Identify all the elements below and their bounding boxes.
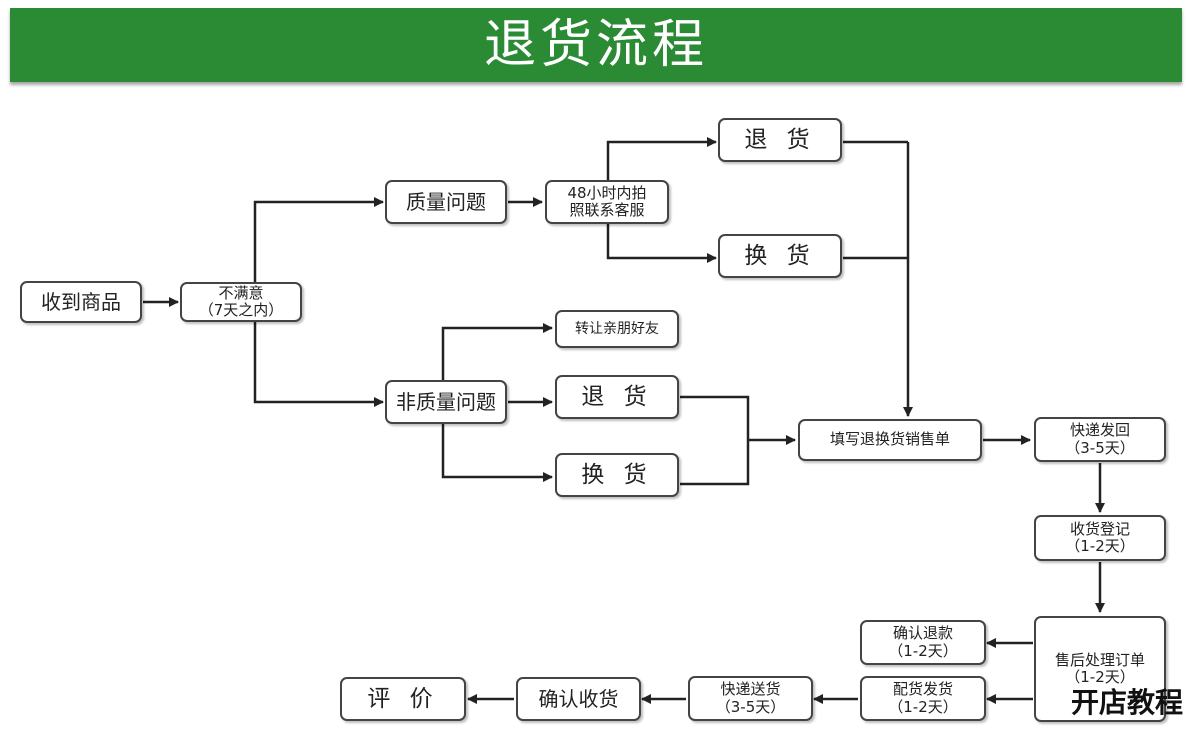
node-receipt-register: 收货登记 （1-2天）: [1034, 515, 1166, 561]
node-quality-issue: 质量问题: [385, 180, 507, 224]
node-allocate-ship: 配货发货 （1-2天）: [860, 676, 986, 721]
node-quality-exchange: 换 货: [718, 234, 842, 278]
node-non-quality-issue: 非质量问题: [385, 380, 507, 424]
node-after-sales: 售后处理订单 （1-2天）: [1034, 616, 1166, 722]
line-nonq-return-out: [680, 395, 750, 486]
node-review: 评 价: [340, 677, 466, 721]
node-transfer-friends: 转让亲朋好友: [555, 310, 679, 348]
node-receive-goods: 收到商品: [20, 281, 142, 323]
node-quality-return: 退 货: [718, 118, 842, 162]
node-nonq-return: 退 货: [555, 375, 679, 419]
page-title: 退货流程: [483, 15, 708, 75]
node-photo-contact: 48小时内拍 照联系客服: [545, 180, 669, 224]
node-confirm-receipt: 确认收货: [516, 677, 641, 721]
node-confirm-refund: 确认退款 （1-2天）: [860, 620, 986, 665]
node-express-back: 快递发回 （3-5天）: [1034, 417, 1166, 462]
title-banner: 退货流程: [10, 8, 1182, 82]
arrow-photo-to-return: [606, 137, 717, 180]
node-nonq-exchange: 换 货: [555, 453, 679, 497]
node-fill-form: 填写退换货销售单: [798, 419, 982, 461]
watermark-text: 开店教程: [1070, 686, 1183, 719]
arrow-photo-to-exchange: [606, 224, 717, 263]
arrow-nonquality-to-exchange: [441, 424, 553, 482]
arrow-nonquality-to-transfer: [441, 323, 553, 380]
node-unsatisfied: 不满意 （7天之内）: [180, 282, 302, 322]
arrow-unsatisfied-to-quality: [253, 197, 384, 282]
node-express-deliver: 快递送货 （3-5天）: [688, 676, 813, 721]
arrow-unsatisfied-to-nonquality: [253, 322, 384, 407]
